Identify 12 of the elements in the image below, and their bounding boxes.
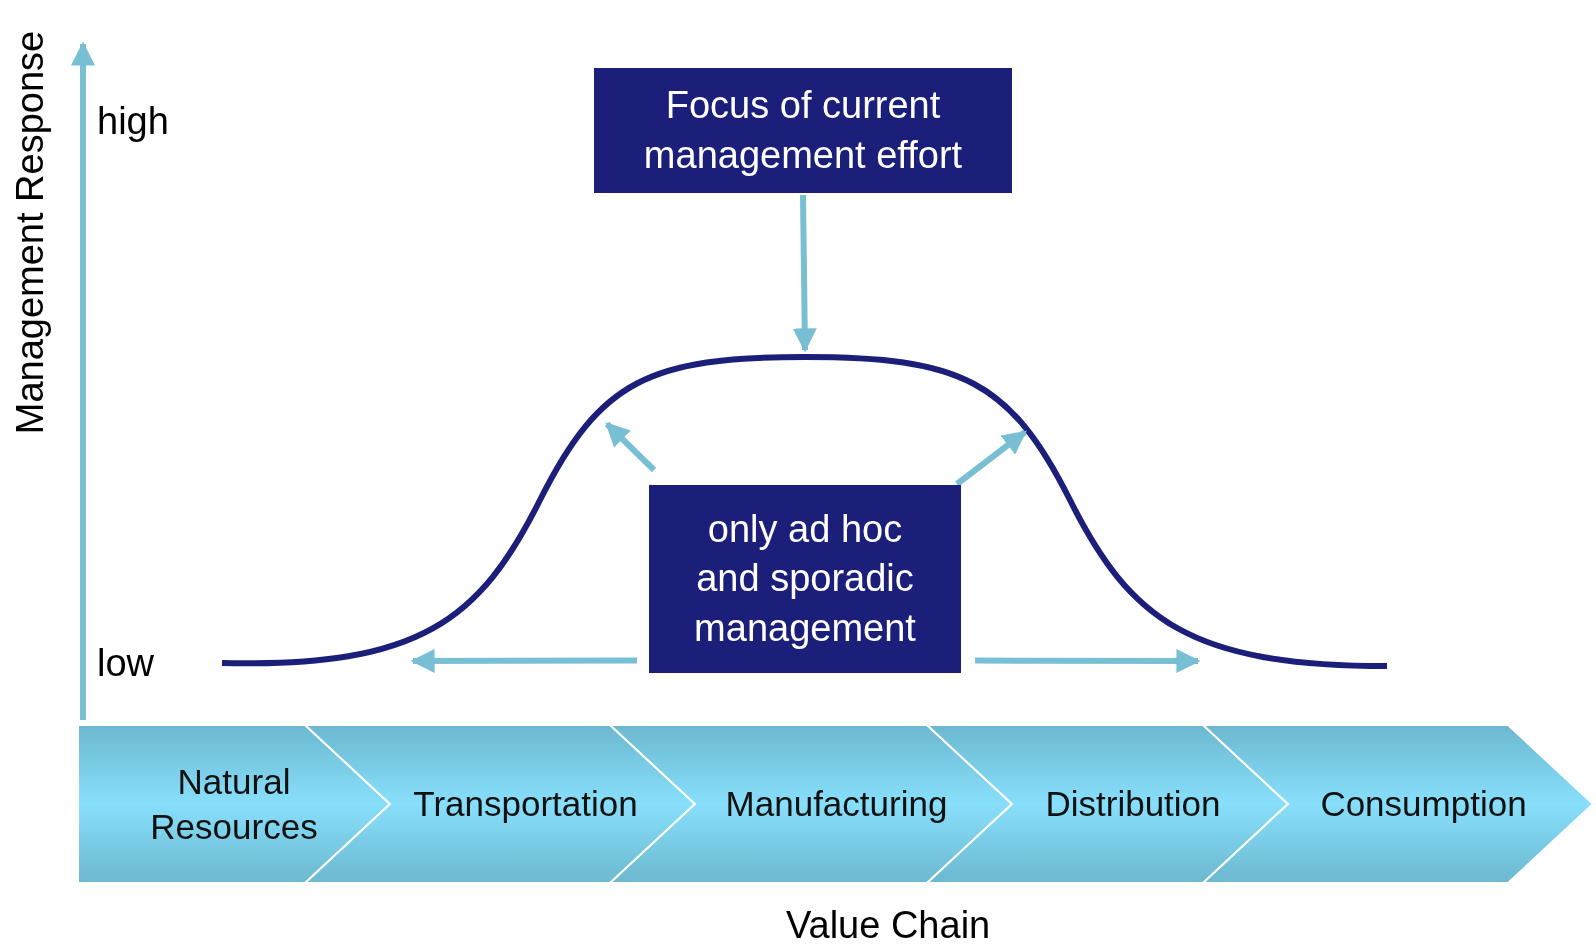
axis-title: Value Chain — [786, 904, 991, 945]
arrow — [975, 648, 1201, 673]
arrow — [604, 421, 657, 473]
axis-tick-label: low — [97, 642, 155, 685]
arrow — [410, 648, 637, 673]
bell-curve — [222, 354, 1388, 669]
chevron-step: Natural Resources — [78, 725, 390, 883]
arrow — [792, 194, 817, 353]
axis-title: Management Response — [8, 30, 52, 434]
callout-box: Focus of current management effort — [594, 68, 1012, 193]
axis-tick-label: high — [97, 100, 169, 143]
arrow — [955, 429, 1027, 487]
